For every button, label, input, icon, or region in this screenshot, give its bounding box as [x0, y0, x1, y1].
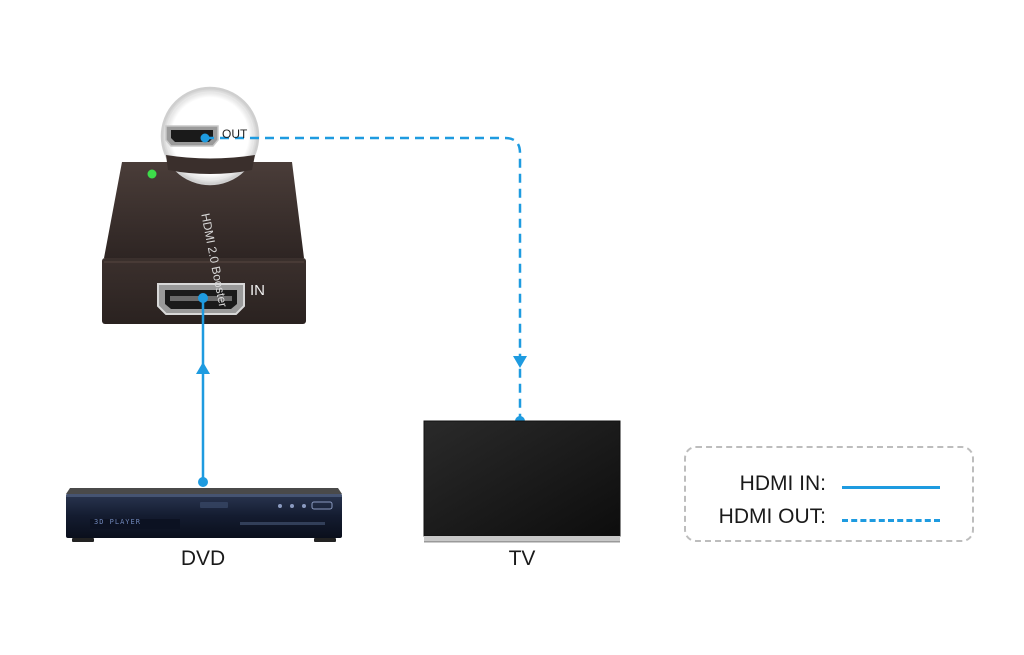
arrow-up-icon	[196, 362, 210, 374]
in-port-label: IN	[250, 282, 265, 299]
tv-label: TV	[508, 547, 536, 570]
legend-dashed-line-icon	[842, 519, 940, 522]
hdmi-booster	[102, 162, 306, 324]
out-port-label: OUT	[222, 127, 248, 141]
out-port-magnifier	[160, 86, 260, 186]
dvd-label: DVD	[180, 547, 226, 570]
legend: HDMI IN: HDMI OUT:	[684, 446, 974, 542]
hdmi-out-port-icon	[165, 125, 219, 147]
legend-hdmi-in-label: HDMI IN:	[739, 472, 826, 495]
arrow-down-icon	[513, 356, 527, 368]
legend-hdmi-out-label: HDMI OUT:	[718, 505, 826, 528]
booster-top-surface	[104, 162, 304, 258]
tv	[423, 420, 621, 543]
legend-row-hdmi-in: HDMI IN:	[686, 472, 972, 502]
dvd-player	[66, 488, 342, 542]
legend-row-hdmi-out: HDMI OUT:	[686, 505, 972, 535]
dvd-panel-text: 3D PLAYER	[94, 518, 141, 526]
hdmi-in-cable	[196, 293, 210, 487]
status-led-icon	[147, 169, 157, 179]
legend-solid-line-icon	[842, 486, 940, 489]
